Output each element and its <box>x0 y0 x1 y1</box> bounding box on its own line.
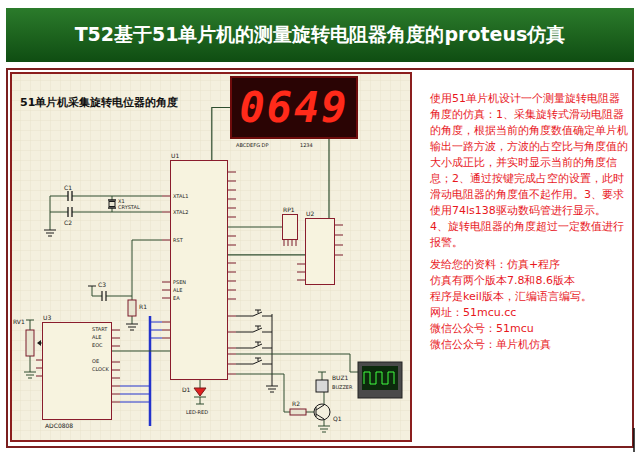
pin-label: XTAL2 <box>173 209 188 215</box>
transistor-leads <box>316 405 324 419</box>
description-text: 网址：51mcu.cc <box>430 305 628 321</box>
decoder-chip: U2 <box>305 218 335 285</box>
wire-connector <box>112 350 170 351</box>
chip-reference: U2 <box>306 210 314 218</box>
pin-label: EA <box>173 295 180 301</box>
oscilloscope-screen <box>362 366 398 390</box>
led-symbol <box>194 388 206 396</box>
part-label: Q1 <box>333 415 342 422</box>
driver-wires <box>236 372 330 432</box>
part-value: LED-RED <box>186 409 208 415</box>
display-pin-label: 1234 <box>300 142 313 148</box>
description-text: 使用51单片机设计一个测量旋转电阻器角度的仿真：1、采集旋转式滑动电阻器的角度，… <box>430 91 628 219</box>
button-symbols <box>236 310 278 392</box>
display-pin-label: ABCDEFG DP <box>236 142 268 148</box>
part-label: R1 <box>139 303 147 310</box>
part-label: C2 <box>64 219 72 226</box>
pin-label: EOC <box>92 342 103 348</box>
description-text: 微信公众号：51mcu <box>430 321 628 337</box>
resistor-symbol <box>128 300 136 316</box>
wire-connector <box>328 139 329 218</box>
description-text: 4、旋转电阻器的角度超过一定数值进行报警。 <box>430 219 628 251</box>
title-band <box>6 8 634 62</box>
pin-label: CLOCK <box>92 366 109 372</box>
chip-reference: U1 <box>171 152 179 160</box>
wire-connector <box>228 226 282 227</box>
part-label: BUZ1 <box>332 374 348 381</box>
chip-reference: RP1 <box>283 206 295 214</box>
part-label: X1 <box>118 198 125 204</box>
resistor-pack: RP1 <box>282 214 298 240</box>
seven-segment-display: 0649 <box>230 76 358 139</box>
description-text: 仿真有两个版本7.8和8.6版本 <box>430 273 628 289</box>
corner-mark <box>633 428 635 452</box>
data-bus <box>149 316 152 426</box>
part-value: BUZZER <box>332 384 353 390</box>
wiper-arrow <box>37 340 41 346</box>
display-digits: 0649 <box>239 81 348 134</box>
part-label: C1 <box>64 184 72 191</box>
pin-label: XTAL1 <box>173 193 188 199</box>
scope-wire <box>236 354 358 372</box>
part-value: CRYSTAL <box>118 204 140 210</box>
ground-symbol <box>44 230 56 236</box>
part-label: RV1 <box>13 318 25 325</box>
wire-connector <box>228 254 305 255</box>
resistor-symbol <box>290 409 306 415</box>
pin-label: START <box>92 326 107 332</box>
crystal-wires <box>50 196 162 230</box>
description-text: 程序是keil版本，汇编语言编写。 <box>430 289 628 305</box>
buzzer-symbol <box>316 380 328 392</box>
part-label: C3 <box>98 281 106 288</box>
chip-type: ADC0808 <box>45 422 73 430</box>
square-wave <box>364 372 394 384</box>
bus-branches <box>120 322 162 402</box>
pin-label: OE <box>92 358 99 364</box>
schematic-sheet <box>10 72 412 442</box>
potentiometer-symbol <box>26 330 34 356</box>
reset-wires <box>92 240 162 324</box>
capacitor-symbol <box>68 191 116 217</box>
potentiometer-wires <box>24 320 42 378</box>
part-label: R2 <box>292 400 300 407</box>
transistor-symbol <box>314 404 330 420</box>
description-text: 微信公众号：单片机仿真 <box>430 337 628 353</box>
crystal-symbol <box>109 202 115 207</box>
part-label: D1 <box>182 386 190 393</box>
description-text: 发给您的资料：仿真+程序 <box>430 257 628 273</box>
panel-heading: 51单片机采集旋转电位器的角度 <box>20 96 178 110</box>
sheet-grid <box>10 72 412 442</box>
oscilloscope-body <box>358 362 402 398</box>
pin-label: RST <box>173 237 183 243</box>
led-wires <box>194 380 206 404</box>
pin-label: ALE <box>92 334 101 340</box>
content-frame <box>7 69 633 447</box>
pin-label: PSEN <box>173 279 186 285</box>
title-text: T52基于51单片机的测量旋转电阻器角度的proteus仿真 <box>6 8 634 62</box>
chip-reference: U3 <box>43 314 51 322</box>
wire-connector <box>212 108 230 161</box>
pin-label: ALE <box>173 287 182 293</box>
